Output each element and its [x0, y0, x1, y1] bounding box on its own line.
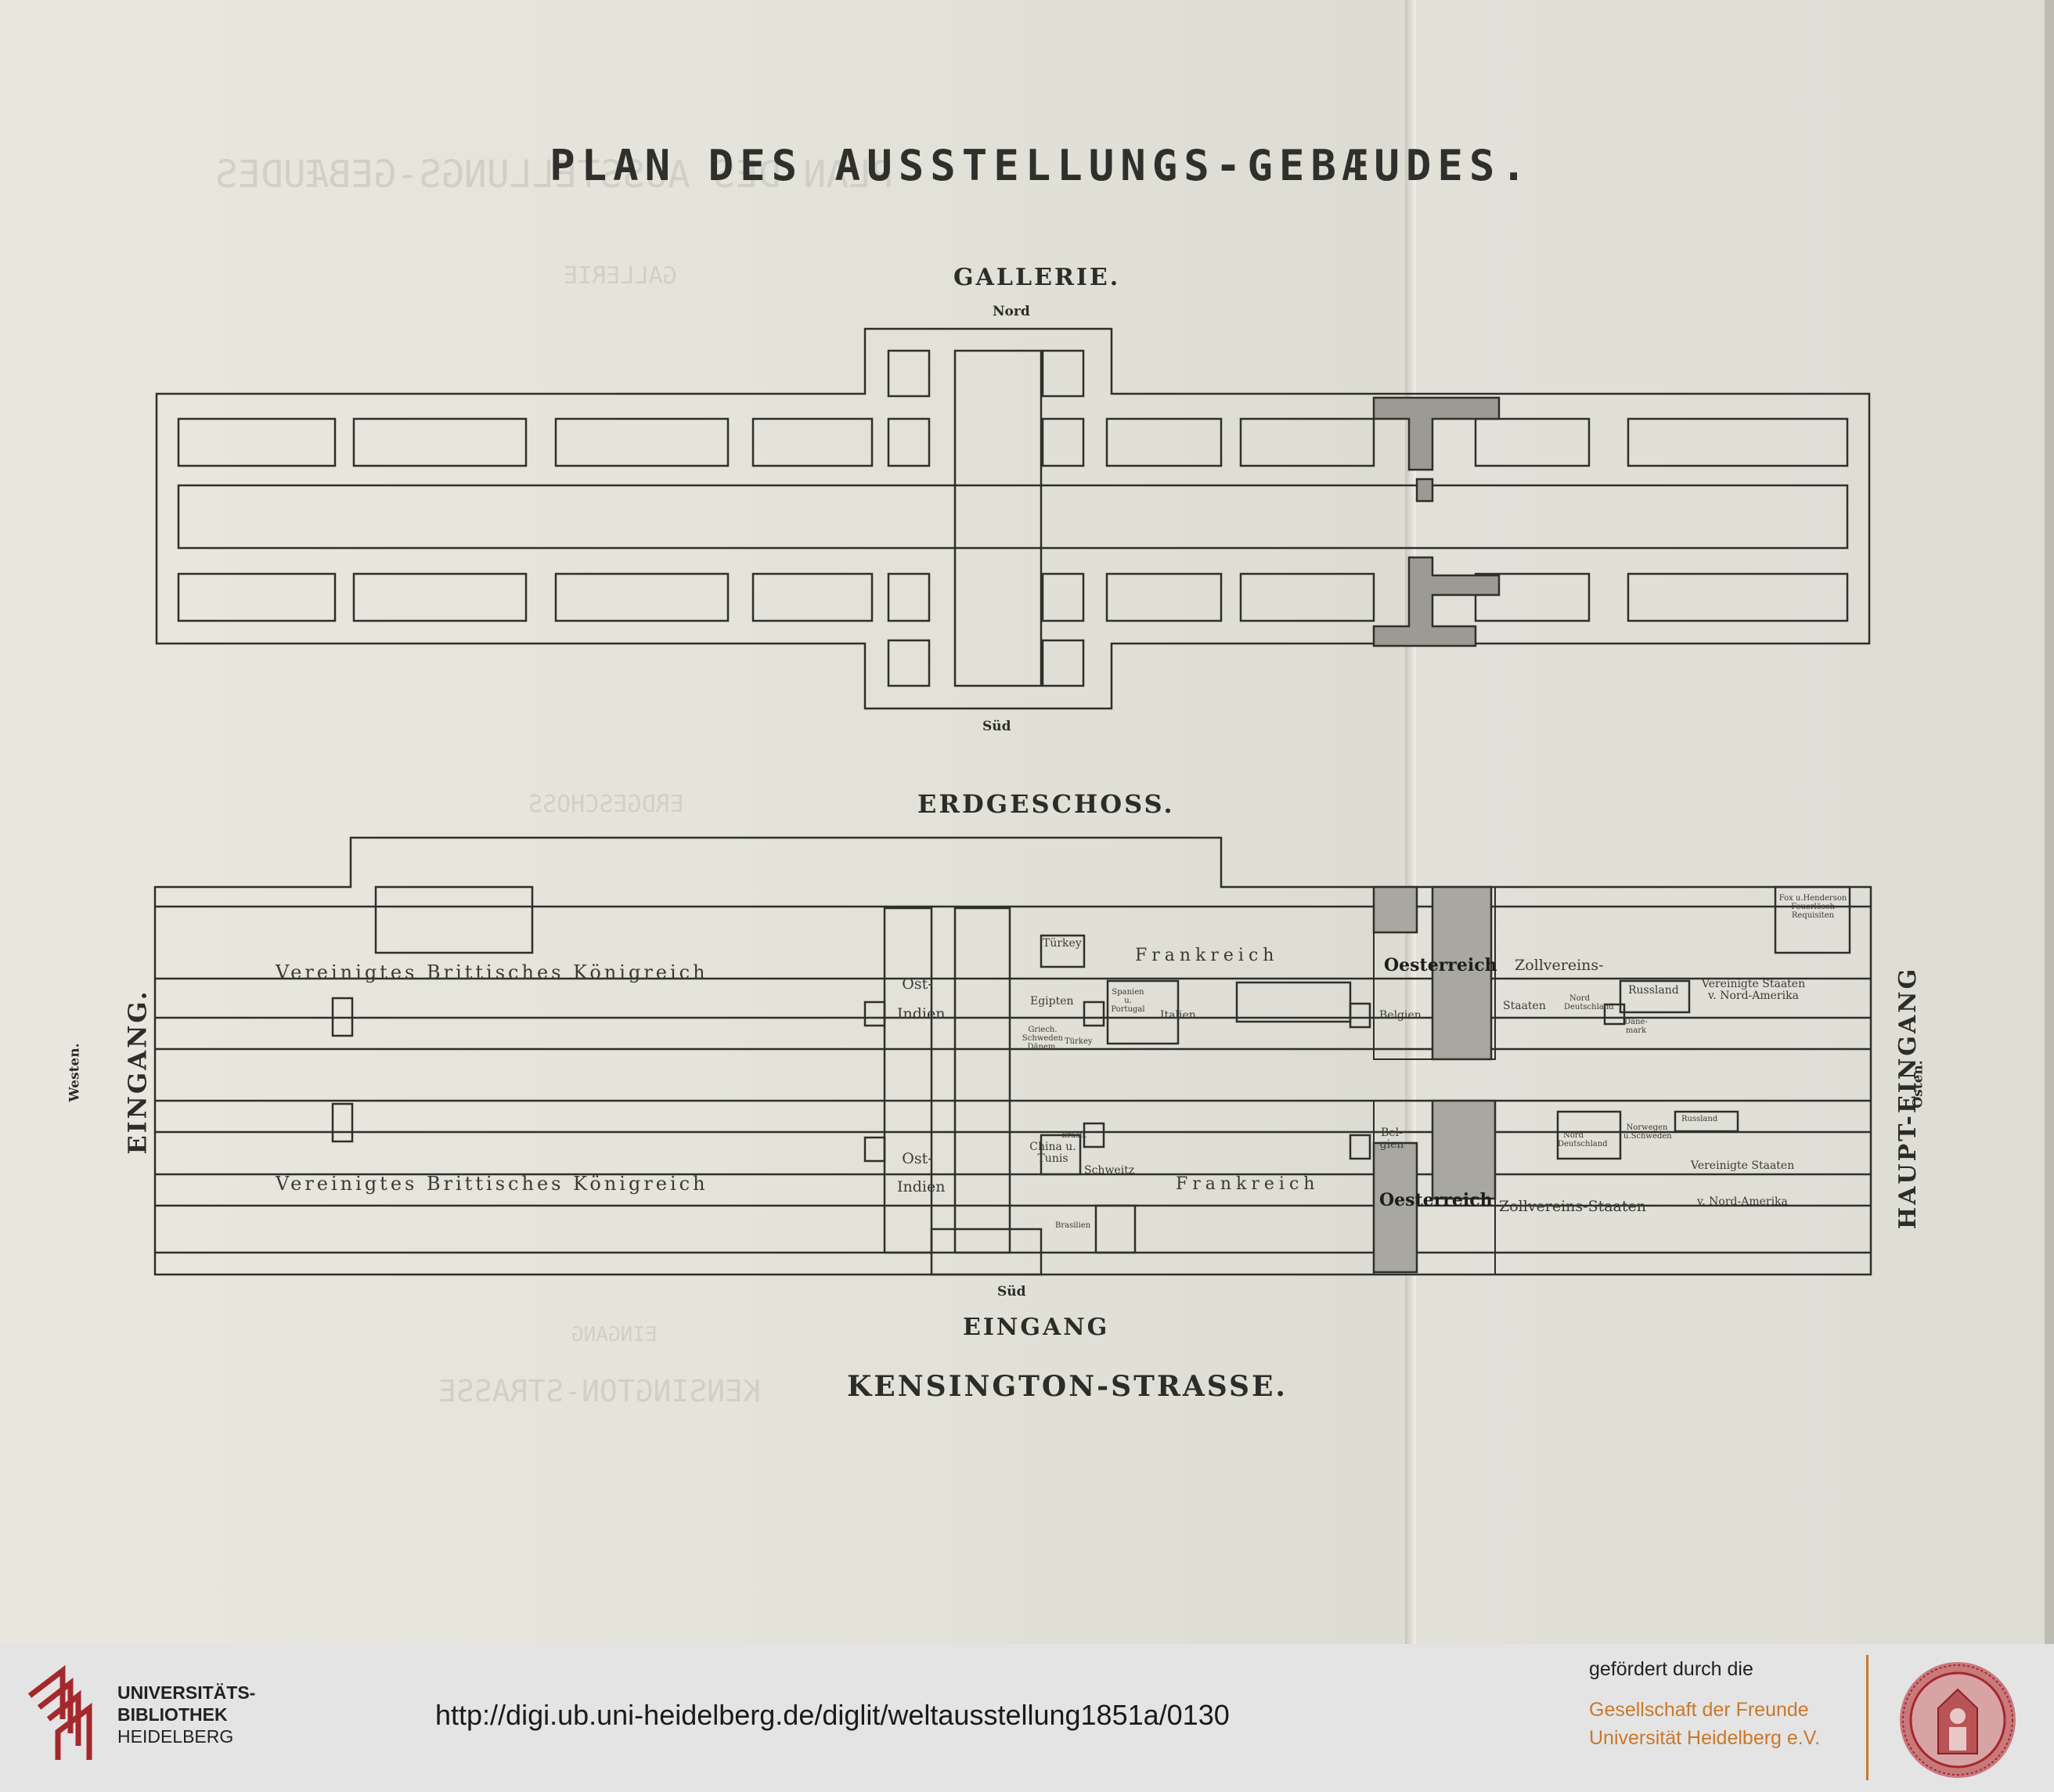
room-fox: Fox u.Henderson Feuerlösch Requisiten [1778, 894, 1847, 920]
room-uk-north: Vereinigtes Brittisches Königreich [276, 961, 708, 983]
room-uk-south: Vereinigtes Brittisches Königreich [276, 1173, 708, 1195]
room-belgien-north: Belgien [1379, 1009, 1422, 1022]
gallery-plan [155, 327, 1871, 710]
south-entrance-label: EINGANG [963, 1314, 1110, 1341]
footer-bar: UNIVERSITÄTS- BIBLIOTHEK HEIDELBERG http… [0, 1644, 2054, 1792]
room-usa-south-b: v. Nord-Amerika [1697, 1195, 1788, 1208]
west-label: Westen. [67, 1043, 83, 1102]
gallery-heading: GALLERIE. [953, 264, 1121, 291]
east-label: Osten. [1910, 1060, 1926, 1109]
south-label: Süd [997, 1284, 1026, 1300]
room-russland-south: Russland [1681, 1115, 1718, 1123]
plan-title: PLAN DES AUSSTELLUNGS-GEBÆUDES. [550, 141, 1533, 190]
room-russland-north: Russland [1628, 984, 1679, 997]
room-oesterreich-north: Oesterreich [1384, 955, 1497, 975]
room-spanien: Spanien u. Portugal [1111, 988, 1145, 1014]
room-oesterreich-south: Oesterreich [1379, 1190, 1493, 1210]
library-name-line1: UNIVERSITÄTS- [117, 1682, 256, 1703]
room-frankreich-north: Frankreich [1135, 946, 1279, 965]
room-nord-deutschland-north: Nord Deutschland [1564, 994, 1614, 1011]
room-belgien-south: Bel-gien [1379, 1127, 1404, 1151]
room-brasil: Brasil. [1061, 1131, 1087, 1140]
room-ostindien-north: Ost-Indien [897, 975, 946, 1022]
society-name: Gesellschaft der Freunde Universität Hei… [1589, 1696, 1820, 1752]
gallery-south-label: Süd [982, 719, 1011, 734]
room-turkey-small: Türkey [1065, 1037, 1093, 1046]
room-brasilien: Brasilien [1055, 1221, 1091, 1230]
permalink-url[interactable]: http://digi.ub.uni-heidelberg.de/diglit/… [435, 1699, 1230, 1731]
gallery-outline [155, 327, 1871, 710]
room-norwegen: Norwegen u.Schweden [1623, 1123, 1672, 1141]
room-daenemark: Däne-mark [1624, 1018, 1648, 1035]
ground-floor-heading: ERDGESCHOSS. [917, 789, 1175, 819]
page-edge [2045, 0, 2054, 1644]
scanned-page: PLAN DES AUSSTELLUNGS-GEBÆUDES GALLERIE … [0, 0, 2054, 1644]
library-name-line3: HEIDELBERG [117, 1726, 234, 1747]
library-name: UNIVERSITÄTS- BIBLIOTHEK HEIDELBERG [117, 1682, 255, 1747]
room-usa-north: Vereinigte Staaten v. Nord-Amerika [1701, 978, 1806, 1002]
room-nord-deutschland-south: Nord Deutschland [1558, 1131, 1608, 1148]
room-zollverein-north-b: Staaten [1503, 1000, 1546, 1012]
room-china: China u. Tunis [1029, 1141, 1076, 1165]
university-seal-icon [1900, 1662, 2016, 1778]
room-zollverein-north-a: Zollvereins- [1515, 957, 1604, 974]
room-turkey-north: Türkey [1043, 937, 1082, 950]
street-label: KENSINGTON-STRASSE. [847, 1370, 1288, 1403]
ground-floor-outline [153, 836, 1872, 1276]
library-logo-icon [27, 1664, 92, 1760]
room-frankreich-south: Frankreich [1176, 1174, 1320, 1194]
room-schweitz: Schweitz [1084, 1164, 1135, 1177]
west-entrance-label: EINGANG. [122, 989, 153, 1155]
library-name-line2: BIBLIOTHEK [117, 1704, 228, 1725]
ground-floor-plan [153, 836, 1872, 1276]
society-name-line2: Universität Heidelberg e.V. [1589, 1727, 1821, 1749]
room-italien: Italien [1160, 1009, 1196, 1022]
room-usa-south-a: Vereinigte Staaten [1691, 1159, 1795, 1172]
society-name-line1: Gesellschaft der Freunde [1589, 1699, 1809, 1721]
room-zollverein-south: Zollvereins-Staaten [1499, 1198, 1647, 1215]
room-ostindien-south: Ost-Indien [897, 1150, 946, 1195]
divider-line [1866, 1655, 1868, 1780]
funded-by-text: gefördert durch die [1589, 1658, 1753, 1680]
gallery-north-label: Nord [993, 304, 1030, 319]
room-egypten: Egipten [1030, 995, 1074, 1008]
room-griechenland: Griech. Schweden Dänem. [1022, 1026, 1064, 1051]
